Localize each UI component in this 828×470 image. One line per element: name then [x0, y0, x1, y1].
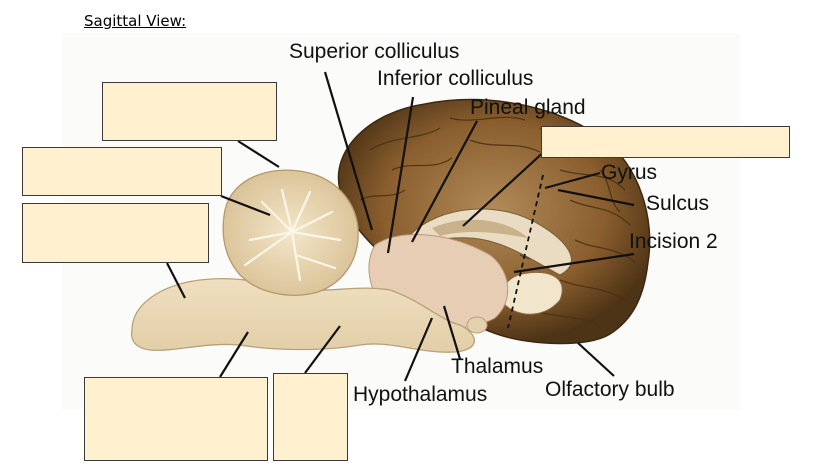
answer-box-4[interactable]: [541, 126, 790, 158]
arbor-vitae: [243, 188, 342, 282]
label-gyrus: Gyrus: [601, 161, 657, 184]
lateral-ventricle: [432, 219, 528, 238]
label-thalamus: Thalamus: [451, 355, 543, 378]
answer-box-5[interactable]: [84, 377, 268, 461]
answer-box-3[interactable]: [22, 203, 209, 263]
label-pineal-gland: Pineal gland: [470, 96, 586, 119]
incision-line: [507, 174, 544, 329]
answer-box-1[interactable]: [102, 82, 277, 141]
label-incision-2: Incision 2: [629, 230, 718, 253]
label-sulcus: Sulcus: [646, 192, 709, 215]
page-title: Sagittal View:: [84, 12, 187, 30]
leader-lines: [166, 71, 635, 382]
label-superior-colliculus: Superior colliculus: [289, 40, 459, 63]
answer-box-6[interactable]: [273, 373, 348, 461]
label-olfactory-bulb: Olfactory bulb: [545, 378, 675, 401]
answer-box-2[interactable]: [22, 147, 222, 196]
label-inferior-colliculus: Inferior colliculus: [377, 67, 533, 90]
pituitary-nodule: [466, 316, 488, 334]
label-hypothalamus: Hypothalamus: [353, 383, 487, 406]
